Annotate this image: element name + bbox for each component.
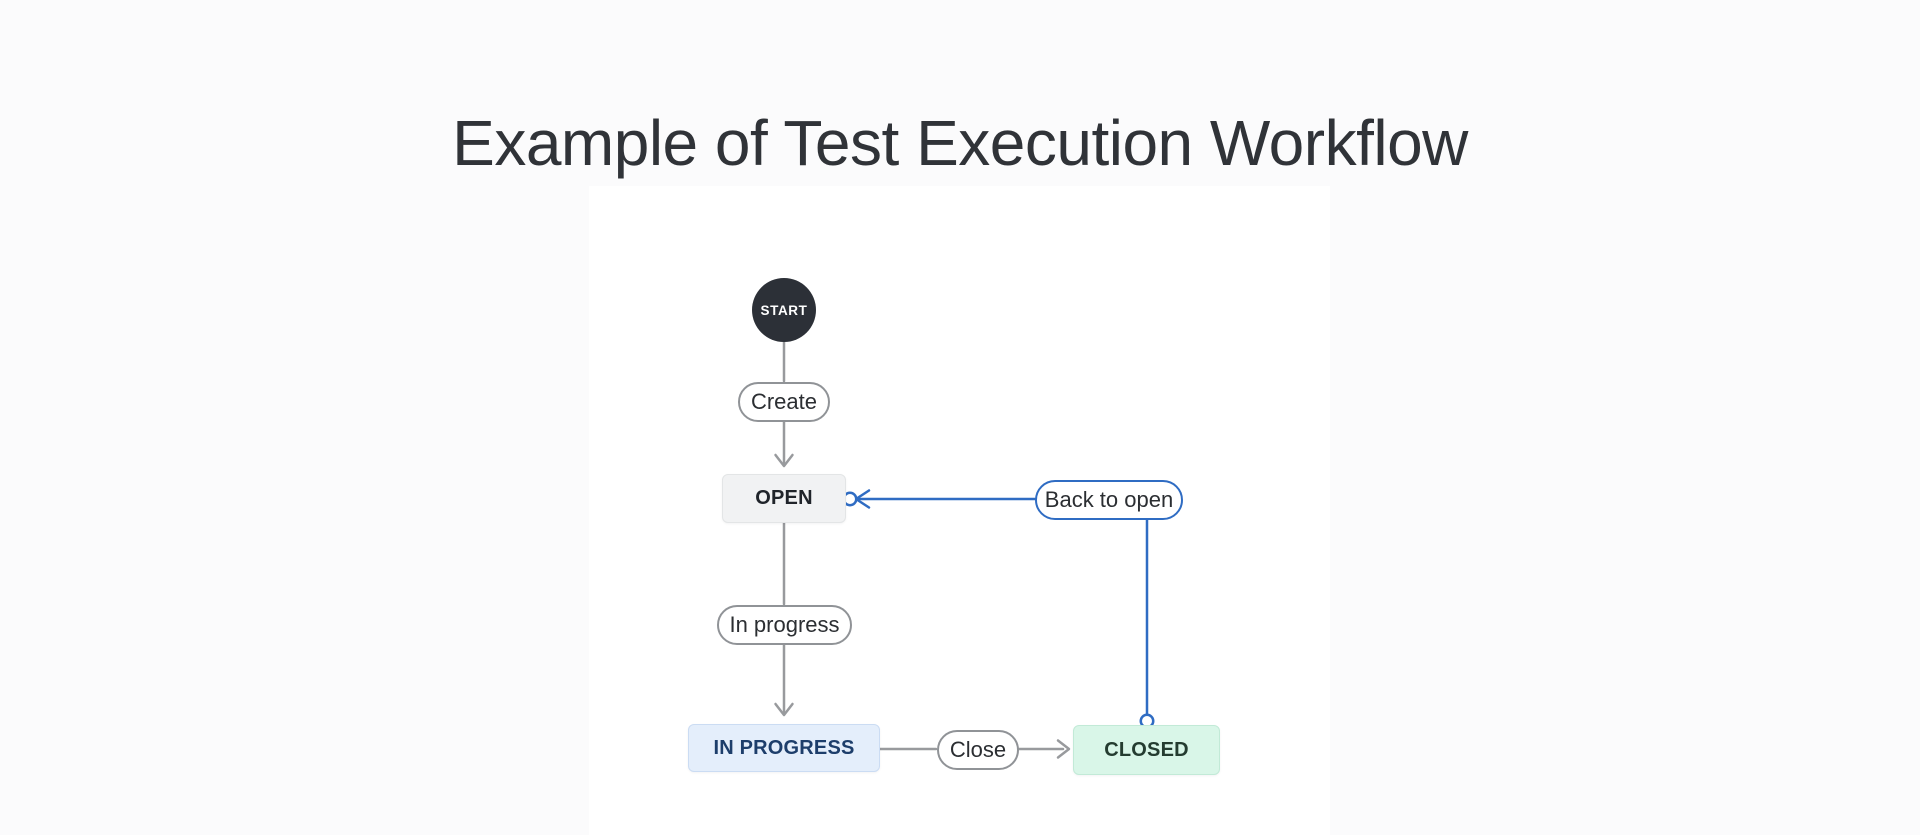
status-open: OPEN: [722, 474, 846, 523]
transition-close-label: Close: [949, 737, 1007, 762]
arrowhead-down-open-icon: [774, 453, 794, 468]
transition-create: Create: [738, 382, 830, 422]
transition-back-to-open: Back to open: [1035, 480, 1183, 520]
start-node: START: [752, 278, 816, 342]
status-closed-label: CLOSED: [1104, 738, 1189, 761]
status-open-label: OPEN: [755, 487, 813, 509]
status-closed: CLOSED: [1073, 725, 1220, 775]
transition-create-label: Create: [750, 389, 818, 414]
start-node-label: START: [760, 302, 808, 318]
arrowhead-right-closed-icon: [1056, 739, 1071, 759]
page-title: Example of Test Execution Workflow: [452, 107, 1468, 179]
status-in-progress: IN PROGRESS: [688, 724, 880, 772]
transition-back-to-open-label: Back to open: [1044, 487, 1174, 512]
transition-close: Close: [937, 730, 1019, 770]
arrowhead-down-in-progress-icon: [774, 702, 794, 717]
transition-in-progress-label: In progress: [729, 612, 840, 637]
transition-in-progress: In progress: [717, 605, 852, 645]
status-in-progress-label: IN PROGRESS: [713, 736, 855, 759]
